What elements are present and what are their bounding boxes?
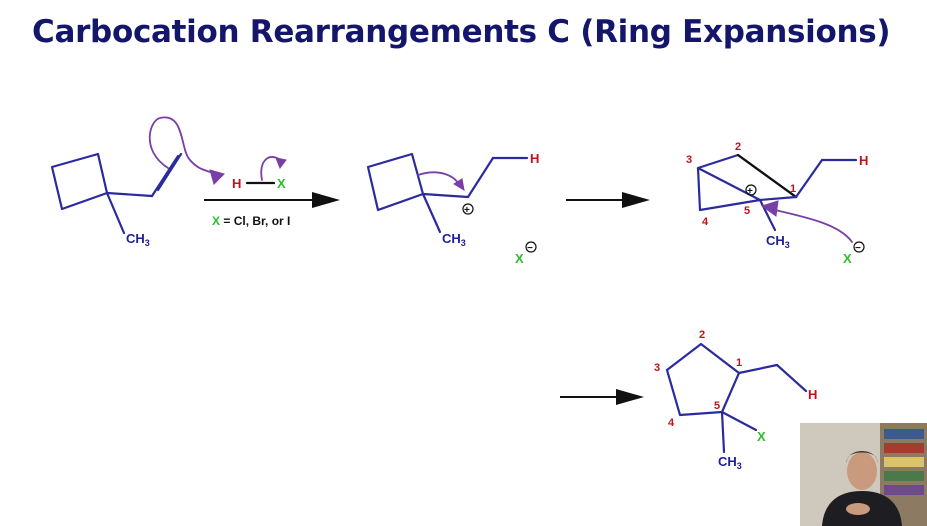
ring-number-3: 3 — [686, 154, 692, 166]
ring-number-3: 3 — [654, 362, 660, 374]
methyl-label: CH3 — [766, 233, 790, 250]
slide-title: Carbocation Rearrangements C (Ring Expan… — [32, 14, 891, 50]
condition-text: X = Cl, Br, or I — [212, 214, 290, 228]
curved-arrow-pi-to-h — [148, 116, 217, 176]
ring-expanded-carbocation: H CH3 + 1 2 3 4 5 X − — [686, 141, 868, 266]
chain-bond-2 — [466, 156, 495, 199]
methyl-label: CH3 — [442, 231, 466, 248]
chain-bond — [737, 363, 779, 375]
cx-bond — [720, 410, 758, 432]
minus-charge-icon — [525, 241, 537, 253]
ring-number-4: 4 — [668, 417, 675, 429]
secondary-carbocation: H CH3 + X − — [366, 151, 539, 266]
chain-bond — [794, 158, 824, 199]
arrow-head-icon — [209, 169, 225, 185]
presenter-video-icon — [800, 423, 927, 526]
arrow-head-icon — [275, 157, 287, 170]
cyclopentane-ring — [665, 342, 741, 417]
vinyl-bond — [105, 191, 154, 198]
arrow-head-icon — [453, 178, 465, 191]
chain-bond — [421, 192, 470, 199]
ring-number-2: 2 — [735, 141, 741, 153]
halide-x-label: X — [843, 251, 852, 266]
hydrogen-label: H — [530, 151, 539, 166]
starting-alkene: CH3 — [50, 152, 183, 248]
hydrogen-label: H — [808, 387, 817, 402]
ring-number-1: 1 — [736, 357, 742, 369]
plus-charge-icon — [462, 203, 474, 215]
ring-bond — [698, 198, 762, 212]
minus-charge-label: − — [855, 243, 861, 254]
methyl-label: CH3 — [126, 231, 150, 248]
ring-number-5: 5 — [714, 400, 720, 412]
methyl-bond — [421, 192, 442, 234]
halide-x-label: X — [515, 251, 524, 266]
methyl-label: CH3 — [718, 454, 742, 471]
ring-bond — [758, 195, 798, 202]
hydrogen-label: H — [859, 153, 868, 168]
ring-number-5: 5 — [744, 205, 750, 217]
reaction-arrow-3 — [560, 389, 644, 405]
reagent-hx: H X — [232, 156, 287, 191]
presenter-video — [800, 423, 927, 526]
reaction-arrow-2 — [566, 192, 650, 208]
arrow-head-icon — [760, 200, 779, 217]
halide-x-label: X — [757, 429, 766, 444]
reagent-x: X — [277, 176, 286, 191]
ring-number-4: 4 — [702, 216, 709, 228]
methyl-bond — [758, 198, 777, 232]
migrating-bond — [736, 153, 798, 199]
reagent-h: H — [232, 176, 241, 191]
plus-charge-label: + — [747, 186, 753, 197]
cyclobutane-ring — [50, 152, 109, 211]
curved-arrow-halide-attack — [774, 209, 853, 243]
plus-charge-label: + — [464, 205, 470, 216]
ring-bond — [696, 166, 702, 212]
methyl-bond — [105, 191, 126, 235]
cyclobutane-ring — [366, 152, 425, 212]
minus-charge-label: − — [527, 243, 533, 254]
alkene-bond — [150, 154, 180, 198]
ch-bond — [775, 363, 808, 393]
minus-charge-icon — [853, 241, 865, 253]
alkene-second-bond — [156, 152, 183, 192]
final-product: H X CH3 1 2 3 4 5 — [654, 329, 817, 471]
methyl-bond — [720, 410, 726, 454]
ring-number-2: 2 — [699, 329, 705, 341]
reaction-arrow-1 — [204, 192, 340, 208]
plus-charge-icon — [745, 184, 757, 196]
ring-number-1: 1 — [790, 183, 796, 195]
